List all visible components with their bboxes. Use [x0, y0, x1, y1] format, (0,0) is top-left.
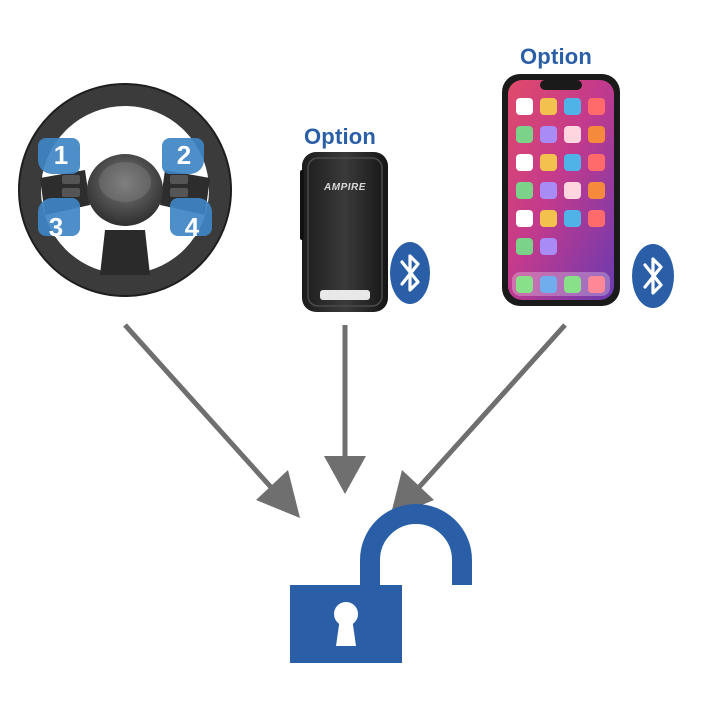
dock-icon — [540, 276, 557, 293]
wheel-badges — [38, 138, 212, 236]
open-padlock-icon — [290, 504, 472, 663]
app-icon — [588, 98, 605, 115]
app-icon — [540, 182, 557, 199]
key-fob — [300, 152, 388, 312]
dock-icon — [516, 276, 533, 293]
arrow-from-phone — [410, 323, 567, 497]
fob-body — [302, 152, 388, 312]
app-grid — [516, 98, 605, 293]
key-fob-option-label: Option — [304, 124, 377, 149]
steering-wheel — [18, 83, 232, 297]
arrow-from-fob-head — [324, 456, 366, 494]
button-3-badge — [38, 198, 80, 236]
app-icon — [516, 154, 533, 171]
app-icon — [564, 154, 581, 171]
app-icon — [540, 210, 557, 227]
app-icon — [564, 182, 581, 199]
dock-icon — [588, 276, 605, 293]
button-2-badge — [162, 138, 204, 174]
padlock-shackle — [360, 504, 472, 590]
smartphone-option-label: Option — [520, 44, 593, 69]
steering-button-1-label: 1 — [53, 140, 69, 170]
arrows — [123, 323, 567, 518]
bottom-spoke — [100, 230, 150, 275]
app-icon — [540, 98, 557, 115]
arrow-from-wheel — [123, 323, 280, 497]
app-icon — [588, 182, 605, 199]
app-icon — [516, 238, 533, 255]
arrow-from-wheel-head — [256, 470, 300, 518]
dock-icon — [564, 276, 581, 293]
app-icon — [588, 154, 605, 171]
app-icon — [516, 126, 533, 143]
wheel-rim — [19, 84, 231, 296]
phone-dock — [512, 272, 610, 296]
app-icon — [564, 98, 581, 115]
app-icon — [540, 126, 557, 143]
fob-light — [320, 290, 370, 300]
steering-button-2-label: 2 — [176, 140, 192, 170]
wheel-hub — [87, 154, 163, 226]
app-icon — [588, 126, 605, 143]
keyhole-bottom — [336, 618, 356, 646]
app-icon — [564, 210, 581, 227]
app-icon — [516, 210, 533, 227]
phone-screen — [508, 80, 614, 300]
button-4-badge — [170, 198, 212, 236]
steering-button-4-label: 4 — [184, 212, 200, 242]
app-icon — [588, 210, 605, 227]
app-icon — [516, 98, 533, 115]
smartphone — [502, 74, 620, 306]
steering-button-3-label: 3 — [48, 212, 64, 242]
button-1-badge — [38, 138, 80, 174]
app-icon — [564, 126, 581, 143]
app-icon — [540, 238, 557, 255]
app-icon — [540, 154, 557, 171]
app-icon — [516, 182, 533, 199]
phone-notch — [540, 80, 582, 90]
bluetooth-icon — [390, 242, 430, 304]
bluetooth-icon — [632, 244, 674, 308]
key-fob-brand-text: AMPIRE — [324, 182, 366, 193]
